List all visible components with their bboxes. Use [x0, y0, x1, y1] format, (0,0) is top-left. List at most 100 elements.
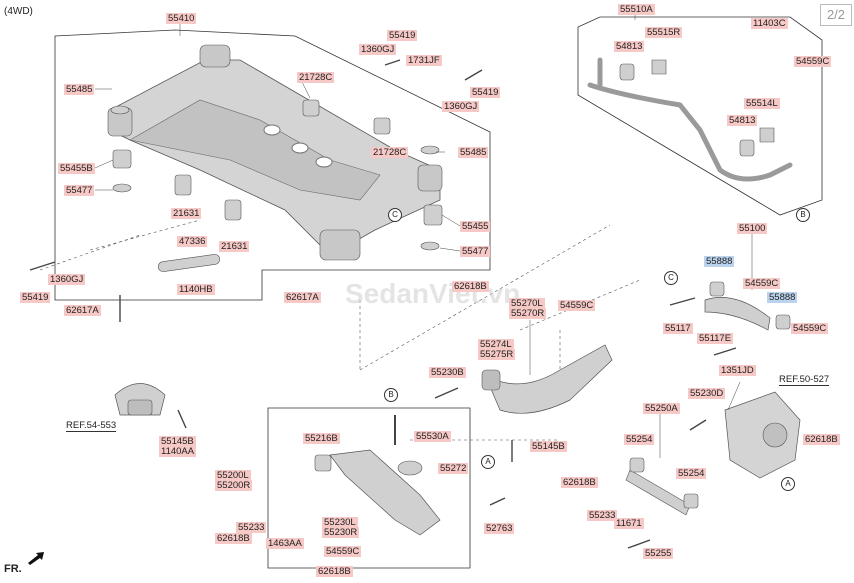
part-55888-left[interactable]: 55888	[704, 256, 735, 267]
part-54559c-trailing[interactable]: 54559C	[558, 300, 596, 311]
callout-a-knuckle: A	[781, 477, 795, 491]
callout-a-lower: A	[481, 455, 495, 469]
part-55274l[interactable]: 55274L	[478, 339, 514, 350]
part-55200l[interactable]: 55200L	[215, 470, 251, 481]
part-55250a[interactable]: 55250A	[643, 403, 680, 414]
part-55419-left[interactable]: 55419	[20, 292, 51, 303]
part-55145b-mount[interactable]: 55145B	[159, 436, 196, 447]
part-55275r[interactable]: 55275R	[478, 349, 516, 360]
part-1140hb[interactable]: 1140HB	[177, 284, 215, 295]
front-label: FR.	[4, 563, 22, 575]
callout-c-subframe: C	[388, 208, 402, 222]
bushings	[110, 99, 443, 251]
part-62618b-upper[interactable]: 62618B	[452, 281, 489, 292]
subframe-box	[54, 29, 491, 301]
part-11671[interactable]: 11671	[614, 518, 644, 529]
part-62617a-left[interactable]: 62617A	[64, 305, 101, 316]
part-55254-right[interactable]: 55254	[676, 468, 707, 479]
part-54559c-top[interactable]: 54559C	[794, 56, 832, 67]
part-55117e[interactable]: 55117E	[697, 333, 734, 344]
part-54559c-lower[interactable]: 54559C	[324, 546, 362, 557]
part-21728c-top[interactable]: 21728C	[297, 72, 335, 83]
callout-c-upper-arm: C	[664, 271, 678, 285]
stabilizer-bar	[587, 82, 793, 182]
part-55515r[interactable]: 55515R	[645, 27, 683, 38]
part-55255[interactable]: 55255	[643, 548, 674, 559]
part-55230b[interactable]: 55230B	[429, 367, 466, 378]
mount-shape	[114, 383, 166, 416]
part-55410[interactable]: 55410	[166, 13, 197, 24]
part-55514l[interactable]: 55514L	[744, 98, 780, 109]
part-55270l[interactable]: 55270L	[509, 298, 545, 309]
part-55117[interactable]: 55117	[663, 323, 693, 334]
part-21728c-lower[interactable]: 21728C	[371, 147, 409, 158]
part-55530a[interactable]: 55530A	[414, 431, 451, 442]
lower-arm-box	[267, 407, 471, 569]
subframe-body	[107, 44, 443, 261]
part-1360gj-right[interactable]: 1360GJ	[442, 101, 480, 112]
knuckle-shape	[724, 391, 801, 479]
part-47336[interactable]: 47336	[177, 236, 208, 247]
part-55510a[interactable]: 55510A	[618, 4, 655, 15]
part-1140aa[interactable]: 1140AA	[159, 446, 197, 457]
part-54559c-mid[interactable]: 54559C	[743, 278, 781, 289]
lower-arm-shape	[329, 449, 441, 536]
watermark: SedanViet.vn	[345, 278, 521, 309]
part-55233-assist[interactable]: 55233	[587, 510, 618, 521]
part-1463aa[interactable]: 1463AA	[266, 538, 304, 549]
stabilizer-box	[577, 16, 823, 216]
part-1351jd[interactable]: 1351JD	[719, 365, 756, 376]
part-55233-lower[interactable]: 55233	[236, 522, 267, 533]
part-11403c[interactable]: 11403C	[751, 18, 788, 29]
variant-label: (4WD)	[4, 6, 33, 17]
trailing-arm-shape	[484, 344, 613, 414]
part-55200r[interactable]: 55200R	[215, 480, 253, 491]
part-55270r[interactable]: 55270R	[509, 308, 547, 319]
part-55230r[interactable]: 55230R	[322, 527, 360, 538]
part-1360gj-left[interactable]: 1360GJ	[48, 274, 86, 285]
ref-50-527[interactable]: REF.50-527	[779, 374, 830, 386]
upper-arm-shape	[704, 297, 771, 331]
page-indicator[interactable]: 2/2	[820, 4, 852, 26]
part-55100[interactable]: 55100	[737, 223, 768, 234]
leader-lines	[94, 14, 753, 458]
front-arrow-icon	[28, 552, 44, 565]
part-55485-left[interactable]: 55485	[64, 84, 95, 95]
callout-b-lower: B	[384, 388, 398, 402]
part-21631-left[interactable]: 21631	[171, 208, 202, 219]
part-55419-right[interactable]: 55419	[470, 87, 501, 98]
ref-54-553[interactable]: REF.54-553	[66, 420, 117, 432]
part-62617a-center[interactable]: 62617A	[284, 292, 321, 303]
part-55455b[interactable]: 55455B	[58, 163, 95, 174]
part-54813-lower[interactable]: 54813	[727, 115, 758, 126]
part-52763[interactable]: 52763	[484, 523, 515, 534]
stabilizer-bushings	[619, 59, 775, 157]
part-55272[interactable]: 55272	[438, 463, 469, 474]
part-62618b-bottom[interactable]: 62618B	[316, 566, 353, 577]
part-1360gj-top[interactable]: 1360GJ	[359, 44, 397, 55]
part-54559c-right[interactable]: 54559C	[791, 323, 829, 334]
part-55230l[interactable]: 55230L	[322, 517, 358, 528]
part-55216b[interactable]: 55216B	[303, 433, 340, 444]
part-55888-right[interactable]: 55888	[767, 292, 798, 303]
part-55230d[interactable]: 55230D	[688, 388, 726, 399]
assist-arm-shape	[625, 469, 691, 516]
part-55254-left[interactable]: 55254	[624, 434, 655, 445]
part-55455[interactable]: 55455	[460, 221, 491, 232]
part-54813-top[interactable]: 54813	[614, 41, 645, 52]
part-55477-right[interactable]: 55477	[460, 246, 491, 257]
part-21631-right[interactable]: 21631	[219, 241, 250, 252]
tie-rod-shape	[157, 254, 221, 272]
part-62618b-lower-left[interactable]: 62618B	[215, 533, 252, 544]
part-55485-right[interactable]: 55485	[458, 147, 489, 158]
part-62618b-knuckle[interactable]: 62618B	[803, 434, 840, 445]
part-55419-top[interactable]: 55419	[387, 30, 418, 41]
part-55477-left[interactable]: 55477	[64, 185, 95, 196]
part-1731jf[interactable]: 1731JF	[406, 55, 442, 66]
bolts	[29, 59, 737, 549]
part-62618b-assist[interactable]: 62618B	[561, 477, 598, 488]
callout-b-stabilizer: B	[796, 208, 810, 222]
part-55145b-trailing[interactable]: 55145B	[530, 441, 567, 452]
